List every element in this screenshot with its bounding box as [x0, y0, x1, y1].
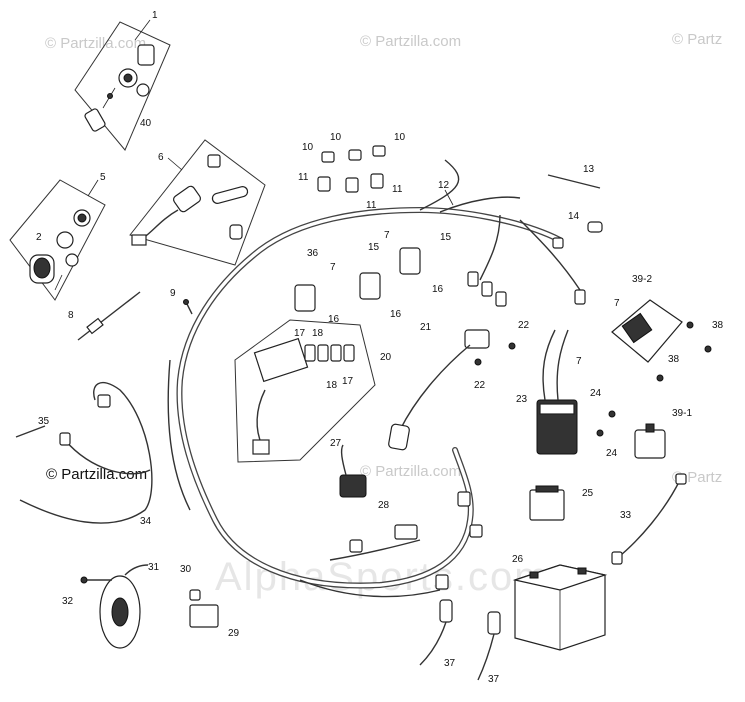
- part-16-relays: [294, 247, 421, 312]
- callout-20: 20: [380, 352, 392, 363]
- callout-23: 23: [516, 394, 528, 405]
- part-8-sensor-probe: [77, 291, 141, 341]
- callout-37a: 37: [444, 658, 456, 669]
- callout-16a: 16: [328, 314, 340, 325]
- callout-18b: 18: [326, 380, 338, 391]
- part-34-wire-lead: [19, 381, 153, 524]
- callout-16c: 16: [432, 284, 444, 295]
- harness-connectors-lower: [349, 491, 483, 590]
- callout-37b: 37: [488, 674, 500, 685]
- watermark-alphasports: AlphaSports.com: [215, 555, 550, 599]
- part-14-clip: [587, 221, 603, 233]
- part-29-flasher-relay: [189, 589, 219, 628]
- main-wire-harness: [167, 159, 581, 598]
- callout-38a: 38: [712, 320, 724, 331]
- callout-34: 34: [140, 516, 152, 527]
- watermark-partzilla-3: © Partz: [672, 31, 722, 48]
- callout-27: 27: [330, 438, 342, 449]
- callout-36: 36: [307, 248, 319, 259]
- part-20-fuse-box: [234, 319, 376, 463]
- callout-22b: 22: [474, 380, 486, 391]
- part-5-switch-assembly: [9, 179, 106, 301]
- callout-11b: 11: [366, 200, 377, 211]
- callout-8: 8: [68, 310, 74, 321]
- callout-40: 40: [140, 118, 152, 129]
- callout-35: 35: [38, 416, 50, 427]
- callout-30: 30: [180, 564, 192, 575]
- callout-7d: 7: [576, 356, 582, 367]
- part-39-1-relay: [634, 423, 666, 459]
- callout-38b: 38: [668, 354, 680, 365]
- callout-39-2: 39-2: [632, 274, 652, 285]
- callout-15b: 15: [440, 232, 452, 243]
- callout-14: 14: [568, 211, 580, 222]
- callout-28: 28: [378, 500, 390, 511]
- callout-21: 21: [420, 322, 432, 333]
- callout-17b: 17: [342, 376, 354, 387]
- callout-15a: 15: [368, 242, 380, 253]
- part-9-bolt: [183, 299, 193, 315]
- part-28-relay: [339, 444, 367, 498]
- watermark-partzilla-bold: © Partzilla.com: [46, 466, 147, 483]
- watermark-partzilla-4: © Partzilla.com: [360, 463, 461, 480]
- callout-17a: 17: [294, 328, 306, 339]
- callout-32: 32: [62, 596, 74, 607]
- part-25-cdi-unit: [529, 485, 565, 521]
- callout-33: 33: [620, 510, 632, 521]
- part-23-regulator: [536, 329, 616, 455]
- callout-24a: 24: [590, 388, 602, 399]
- harness-connectors-upper: [467, 237, 586, 307]
- callout-29: 29: [228, 628, 240, 639]
- watermark-partzilla-2: © Partzilla.com: [360, 33, 461, 50]
- part-6-sensor-assembly: [129, 139, 266, 266]
- callout-10b: 10: [330, 132, 342, 143]
- callout-25: 25: [582, 488, 594, 499]
- callout-13: 13: [583, 164, 595, 175]
- part-10-11-relays: [317, 145, 386, 193]
- callout-39-1: 39-1: [672, 408, 692, 419]
- part-31-horn: [80, 564, 149, 649]
- callout-31: 31: [148, 562, 160, 573]
- watermark-partzilla-1: © Partzilla.com: [45, 35, 146, 52]
- callout-1: 1: [152, 10, 158, 21]
- callout-26: 26: [512, 554, 524, 565]
- callout-18a: 18: [312, 328, 324, 339]
- callout-7c: 7: [614, 298, 620, 309]
- callout-12: 12: [438, 180, 450, 191]
- callout-2: 2: [36, 232, 42, 243]
- callout-24b: 24: [606, 448, 618, 459]
- callout-10a: 10: [302, 142, 314, 153]
- callout-22a: 22: [518, 320, 530, 331]
- callout-7a: 7: [330, 262, 336, 273]
- callout-11a: 11: [298, 172, 309, 183]
- part-26-battery: [512, 564, 608, 651]
- callout-9: 9: [170, 288, 176, 299]
- callout-6: 6: [158, 152, 164, 163]
- part-37-spark-plug-caps: [419, 599, 501, 681]
- callout-16b: 16: [390, 309, 402, 320]
- part-21-ignition-coil: [388, 329, 516, 451]
- callout-11c: 11: [392, 184, 403, 195]
- callout-7b: 7: [384, 230, 390, 241]
- part-33-wire-lead: [611, 473, 687, 565]
- callout-10c: 10: [394, 132, 406, 143]
- part-1-ignition-switch: [74, 21, 171, 151]
- part-39-2-relay-bracket: [611, 299, 712, 382]
- callout-5: 5: [100, 172, 106, 183]
